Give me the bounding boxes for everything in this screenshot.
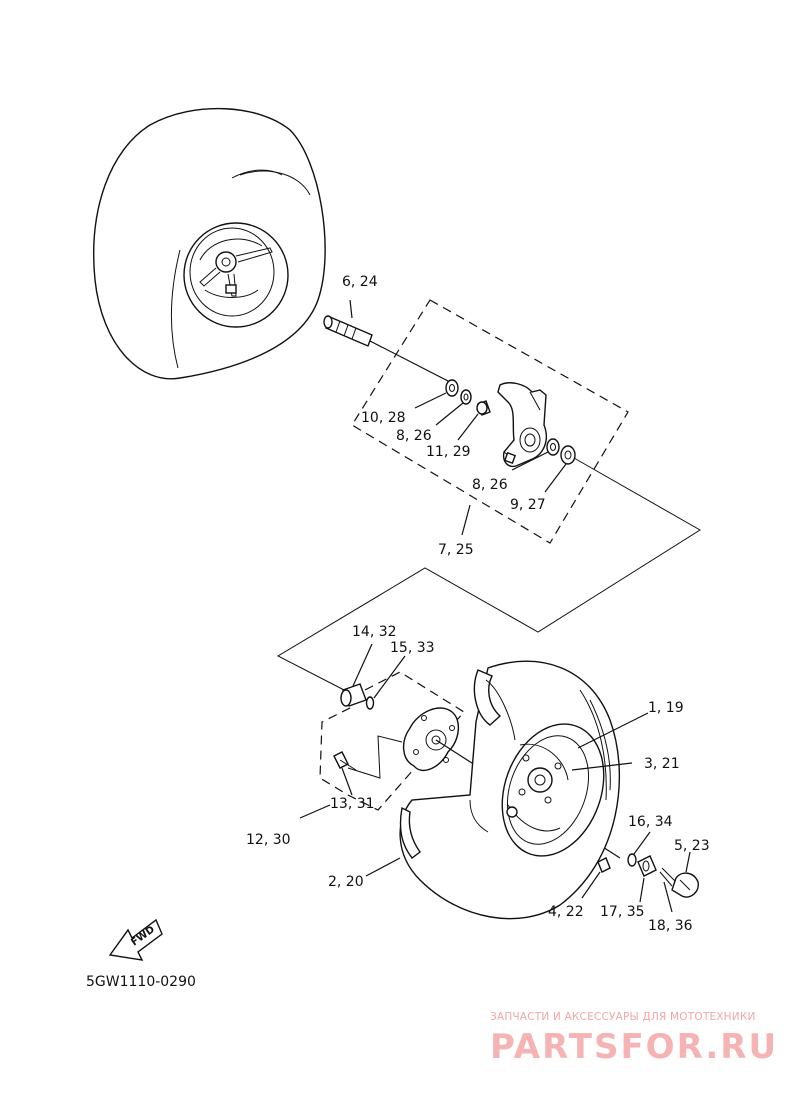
seal-9-27 [560,445,576,465]
callout-15-33: 15, 33 [390,640,435,656]
watermark-tagline: ЗАПЧАСТИ И АКСЕССУАРЫ ДЛЯ МОТОТЕХНИКИ [490,1011,756,1023]
collar-11-29 [476,400,491,416]
lug-nut-4-22 [597,857,611,873]
callout-13-31: 13, 31 [330,796,375,812]
spacer-14-32 [340,683,367,707]
callout-6-24: 6, 24 [342,274,378,290]
castle-nut-17-35 [637,855,657,877]
hub-cap-5-23 [671,872,699,898]
callout-18-36: 18, 36 [648,918,693,934]
lower-wheel [399,660,620,920]
callout-1-19: 1, 19 [648,700,684,716]
callout-8-26-a: 8, 26 [396,428,432,444]
callout-17-35: 17, 35 [600,904,645,920]
callout-9-27: 9, 27 [510,497,546,513]
callout-4-22: 4, 22 [548,904,584,920]
o-ring-15-33 [365,696,375,710]
callout-11-29: 11, 29 [426,444,471,460]
diagram-code: 5GW1110-0290 [86,974,196,990]
washer-16-34 [627,853,637,867]
bearing-8-26-b [546,438,560,456]
cotter-pin-18-36 [659,867,677,887]
callout-12-30: 12, 30 [246,832,291,848]
callout-3-21: 3, 21 [644,756,680,772]
fwd-arrow-icon: FWD [108,918,163,961]
upper-wheel [93,107,326,380]
seal-10-28 [445,379,459,397]
callout-5-23: 5, 23 [674,838,710,854]
bolt-13-31 [333,751,357,771]
callout-7-25: 7, 25 [438,542,474,558]
callout-2-20: 2, 20 [328,874,364,890]
bearing-8-26-a [460,389,472,405]
knuckle-assembly-outline [351,299,629,544]
wheel-hub [403,707,459,771]
watermark: ЗАПЧАСТИ И АКСЕССУАРЫ ДЛЯ МОТОТЕХНИКИ PA… [490,1011,778,1067]
callout-10-28: 10, 28 [361,410,406,426]
watermark-brand: PARTSFOR.RU [490,1027,778,1067]
callout-8-26-b: 8, 26 [472,477,508,493]
hub-assembly-outline [319,671,465,811]
callout-16-34: 16, 34 [628,814,673,830]
steering-knuckle [497,382,548,468]
axle-shaft [323,315,373,347]
callout-14-32: 14, 32 [352,624,397,640]
